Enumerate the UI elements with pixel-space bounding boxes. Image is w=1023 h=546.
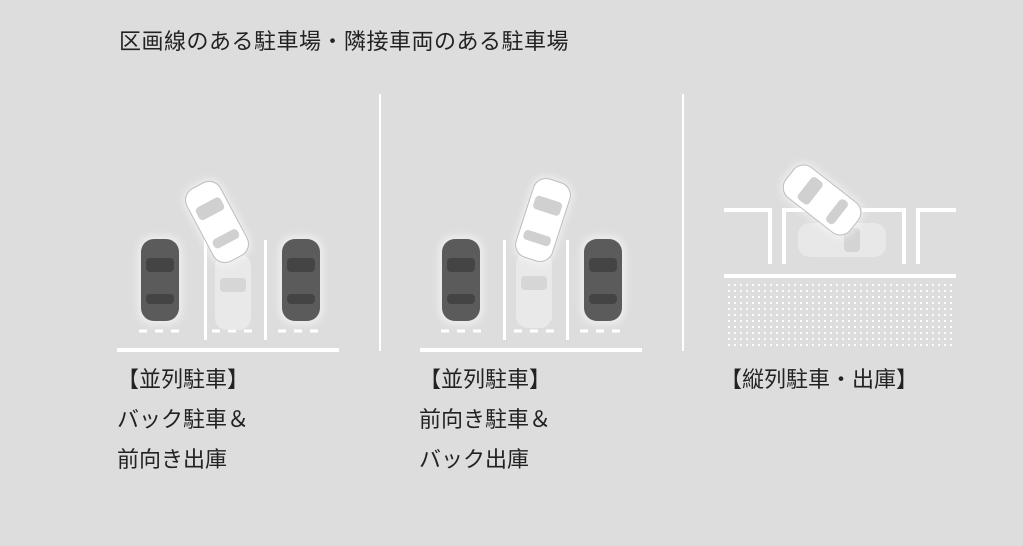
caption-line: 【縦列駐車・出庫】 [720,368,919,393]
parked-car-icon [138,236,182,324]
panel-divider [379,94,381,351]
curb-line [420,348,642,352]
caption-line: バック出庫 [419,448,530,473]
target-position-car-icon [215,254,251,330]
active-car-icon [781,163,863,237]
panel-divider [682,94,684,351]
stall-divider [503,240,506,340]
parked-car-icon [439,236,483,324]
panel-2-illustration [420,176,642,352]
stall-divider [204,240,207,340]
panel-1-illustration [117,179,339,352]
caption-line: 【並列駐車】 [117,368,250,393]
caption-line: バック駐車＆ [117,408,250,433]
parked-car-icon [279,236,323,324]
parallel-bay-lines [724,208,956,264]
caption-line: 【並列駐車】 [419,368,552,393]
curb-line [117,348,339,352]
active-car-icon [183,179,251,265]
panel-2-caption: 【並列駐車】 前向き駐車＆ バック出庫 [419,361,551,481]
panel-1-caption: 【並列駐車】 バック駐車＆ 前向き出庫 [117,361,249,481]
page-title: 区画線のある駐車場・隣接車両のある駐車場 [119,30,570,55]
caption-line: 前向き駐車＆ [419,408,552,433]
panel-3-illustration [724,163,956,349]
stall-divider [566,240,569,340]
sidewalk-area [724,283,956,349]
panel-3-caption: 【縦列駐車・出庫】 [720,361,918,401]
curb-line [724,274,956,278]
parked-car-icon [581,236,625,324]
target-position-car-icon [516,252,552,328]
active-car-icon [513,176,573,264]
caption-line: 前向き出庫 [117,448,228,473]
stall-divider [264,240,267,340]
